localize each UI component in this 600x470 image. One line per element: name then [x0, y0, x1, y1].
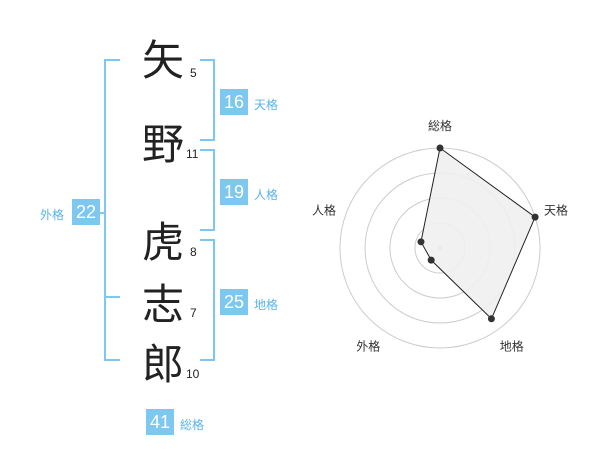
tenkaku-label: 天格 [254, 98, 279, 112]
name-char-3: 虎 [142, 218, 185, 267]
gaikaku-bracket [104, 59, 120, 361]
radar-axis-label-3: 地格 [500, 339, 524, 354]
name-char-2: 野 [142, 120, 185, 169]
jinkaku-value: 19 [220, 179, 248, 205]
chikaku-label: 地格 [254, 298, 279, 312]
radar-axis-label-4: 外格 [356, 339, 380, 354]
radar-axis-label-2: 天格 [544, 202, 568, 217]
bracket-lines [90, 59, 215, 361]
chikaku-bracket [200, 239, 215, 361]
radar-point-4 [427, 256, 435, 264]
soukaku-value: 41 [146, 409, 174, 435]
radar-point-2 [531, 213, 539, 221]
jinkaku-bracket [200, 149, 215, 231]
stroke-count-1: 5 [190, 66, 197, 80]
stroke-count-3: 8 [190, 245, 197, 259]
radar-axis-label-5: 人格 [312, 202, 336, 217]
gaikaku-value: 22 [72, 199, 100, 225]
tenkaku-bracket [200, 59, 215, 141]
gaikaku-label: 外格 [40, 208, 65, 222]
radar-axis-label-1: 総格 [428, 118, 452, 133]
radar-point-5 [417, 238, 425, 246]
name-char-1: 矢 [142, 36, 185, 85]
radar-points [417, 144, 539, 323]
name-char-4: 志 [142, 280, 185, 329]
soukaku-label: 総格 [180, 418, 205, 432]
radar-point-3 [487, 315, 495, 323]
stroke-count-4: 7 [190, 306, 197, 320]
jinkaku-label: 人格 [254, 188, 279, 202]
name-char-5: 郎 [142, 340, 185, 389]
stroke-count-5: 10 [186, 367, 200, 381]
chikaku-value: 25 [220, 289, 248, 315]
radar-area [420, 147, 536, 320]
tenkaku-value: 16 [220, 89, 248, 115]
radar-point-1 [436, 144, 444, 152]
stroke-count-2: 11 [186, 147, 199, 161]
